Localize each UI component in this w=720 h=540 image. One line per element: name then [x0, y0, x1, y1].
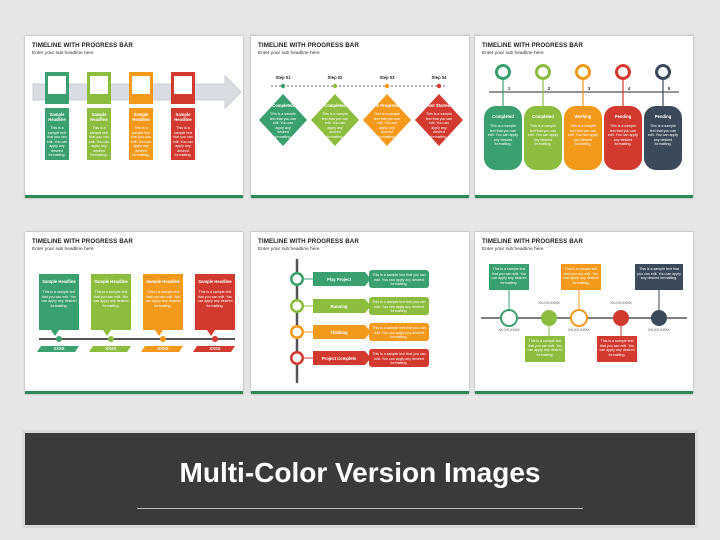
- step-status: In Progress: [375, 103, 399, 108]
- event-text: This is a sample text that you can edit.…: [599, 339, 635, 357]
- step-number: 4: [627, 86, 631, 91]
- card-text: This is a sample text that you can edit.…: [46, 126, 68, 157]
- event-text: This is a sample text that you can edit.…: [637, 267, 681, 280]
- status-label: Pending: [654, 114, 672, 119]
- flag-text: This is a sample text that you can edit.…: [41, 290, 77, 308]
- flag-headline: Sample Headline: [198, 279, 232, 284]
- flag-timeline-graphic: [37, 274, 235, 352]
- card-headline: Sample Headline: [48, 112, 66, 122]
- milestone-text: This is a sample text that you can edit.…: [372, 273, 426, 286]
- flag-headline: Sample Headline: [146, 279, 180, 284]
- flag-headline: Sample Headline: [94, 279, 128, 284]
- step-label: Step 01: [275, 75, 291, 80]
- status-label: Pending: [614, 114, 632, 119]
- card-headline: Sample Headline: [174, 112, 192, 122]
- event-text: This is a sample text that you can edit.…: [563, 267, 599, 285]
- slide-subtitle: Enter your sub headline here: [32, 51, 94, 56]
- slide-accent-bar: [251, 391, 469, 394]
- slide-thumbnail-2[interactable]: TIMELINE WITH PROGRESS BAR Enter your su…: [251, 36, 469, 198]
- card-text: This is a sample text that you can edit.…: [88, 126, 110, 157]
- step-number: 3: [587, 86, 591, 91]
- step-text: This is a sample text that you can edit.…: [321, 112, 349, 139]
- status-label: Working: [574, 114, 592, 119]
- status-text: This is a sample text that you can edit.…: [647, 124, 679, 146]
- card-text: This is a sample text that you can edit.…: [130, 126, 152, 157]
- slide-thumbnail-1[interactable]: TIMELINE WITH PROGRESS BAR Enter your su…: [25, 36, 243, 198]
- status-text: This is a sample text that you can edit.…: [527, 124, 559, 146]
- step-text: This is a sample text that you can edit.…: [425, 112, 453, 139]
- milestone-text: This is a sample text that you can edit.…: [372, 300, 426, 313]
- step-label: Step 04: [431, 75, 447, 80]
- year-label: XXXX: [209, 346, 221, 351]
- slide-title: TIMELINE WITH PROGRESS BAR: [258, 238, 359, 245]
- step-status: Completed: [324, 103, 346, 108]
- slide-subtitle: Enter your sub headline here: [482, 51, 544, 56]
- status-label: Completed: [532, 114, 554, 119]
- status-text: This is a sample text that you can edit.…: [607, 124, 639, 146]
- slide-title: TIMELINE WITH PROGRESS BAR: [32, 42, 133, 49]
- flag-text: This is a sample text that you can edit.…: [93, 290, 129, 308]
- step-text: This is a sample text that you can edit.…: [373, 112, 401, 139]
- step-number: 2: [547, 86, 551, 91]
- slide-thumbnail-3[interactable]: TIMELINE WITH PROGRESS BAR Enter your su…: [475, 36, 693, 198]
- flag-text: This is a sample text that you can edit.…: [145, 290, 181, 308]
- year-label: XXXX: [53, 346, 65, 351]
- slide-accent-bar: [475, 195, 693, 198]
- step-label: Step 03: [379, 75, 395, 80]
- slide-subtitle: Enter your sub headline here: [258, 51, 320, 56]
- step-number: 1: [507, 86, 511, 91]
- status-text: This is a sample text that you can edit.…: [487, 124, 519, 146]
- title-banner: Multi-Color Version Images: [22, 430, 698, 528]
- status-text: This is a sample text that you can edit.…: [567, 124, 599, 146]
- slide-thumbnail-6[interactable]: TIMELINE WITH PROGRESS BAR Enter your su…: [475, 232, 693, 394]
- slide-title: TIMELINE WITH PROGRESS BAR: [482, 42, 583, 49]
- diamond-timeline-graphic: [259, 83, 463, 146]
- slide-subtitle: Enter your sub headline here: [482, 247, 544, 252]
- year-label: XXXX: [105, 346, 117, 351]
- slide-title: TIMELINE WITH PROGRESS BAR: [32, 238, 133, 245]
- slide-subtitle: Enter your sub headline here: [32, 247, 94, 252]
- milestone-text: This is a sample text that you can edit.…: [372, 326, 426, 339]
- banner-underline: [137, 508, 583, 509]
- slide-accent-bar: [25, 391, 243, 394]
- event-text: This is a sample text that you can edit.…: [491, 267, 527, 285]
- milestone-label: Play Project: [327, 277, 351, 282]
- event-date: XX-XX-XXXX: [648, 328, 670, 332]
- event-date: XX-XX-XXXX: [568, 328, 590, 332]
- pin-timeline-graphic: [484, 64, 682, 170]
- card-text: This is a sample text that you can edit.…: [172, 126, 194, 157]
- slide-subtitle: Enter your sub headline here: [258, 247, 320, 252]
- slide-title: TIMELINE WITH PROGRESS BAR: [258, 42, 359, 49]
- card-headline: Sample Headline: [132, 112, 150, 122]
- flag-headline: Sample Headline: [42, 279, 76, 284]
- step-label: Step 02: [327, 75, 343, 80]
- event-text: This is a sample text that you can edit.…: [527, 339, 563, 357]
- event-date: XX-XX-XXXX: [498, 328, 520, 332]
- event-date: XX-XX-XXXX: [538, 301, 560, 305]
- step-status: Not Started: [427, 103, 451, 108]
- milestone-label: Running: [330, 304, 348, 309]
- milestone-label: Project Complete: [321, 356, 357, 361]
- slide-accent-bar: [251, 195, 469, 198]
- flag-text: This is a sample text that you can edit.…: [197, 290, 233, 308]
- milestone-label: Thinking: [330, 330, 348, 335]
- slide-accent-bar: [475, 391, 693, 394]
- step-number: 5: [667, 86, 671, 91]
- arrow-timeline-graphic: [32, 72, 242, 160]
- year-label: XXXX: [157, 346, 169, 351]
- slide-thumbnail-4[interactable]: TIMELINE WITH PROGRESS BAR Enter your su…: [25, 232, 243, 394]
- card-headline: Sample Headline: [90, 112, 108, 122]
- step-text: This is a sample text that you can edit.…: [269, 112, 297, 139]
- event-date: XX-XX-XXXX: [610, 301, 632, 305]
- slide-thumbnail-5[interactable]: TIMELINE WITH PROGRESS BAR Enter your su…: [251, 232, 469, 394]
- banner-title: Multi-Color Version Images: [179, 457, 541, 488]
- status-label: Completed: [492, 114, 514, 119]
- slide-title: TIMELINE WITH PROGRESS BAR: [482, 238, 583, 245]
- step-status: Completed: [272, 103, 294, 108]
- zigzag-timeline-graphic: [481, 264, 687, 362]
- vertical-timeline-graphic: [290, 258, 429, 384]
- milestone-text: This is a sample text that you can edit.…: [372, 352, 426, 365]
- slide-accent-bar: [25, 195, 243, 198]
